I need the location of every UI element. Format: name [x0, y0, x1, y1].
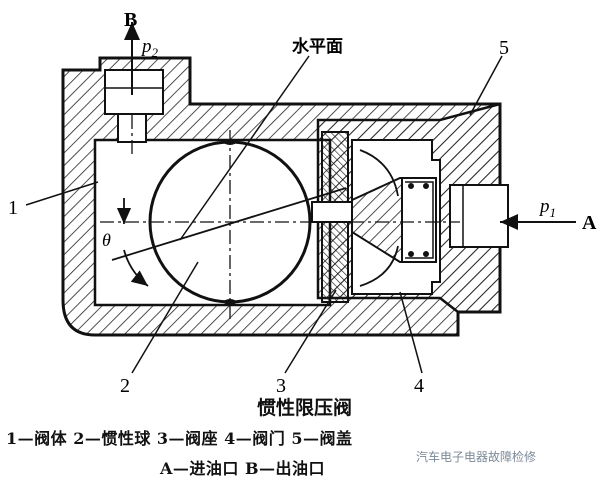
valve-seat: [311, 131, 353, 303]
label-3: 3: [276, 375, 286, 395]
legend-ports: A—进油口 B—出油口: [160, 459, 326, 478]
valve-cross-section-diagram: B p2 水平面 5 1 θ p1 A 2 3 4: [8, 9, 597, 395]
label-p2-subscript: 2: [152, 45, 159, 60]
label-2: 2: [120, 375, 130, 395]
theta-arc: [116, 198, 149, 287]
label-p2: p2: [140, 36, 159, 60]
valve-disc: [351, 149, 437, 287]
horizontal-plane-line: [111, 187, 347, 261]
label-5: 5: [499, 37, 509, 59]
center-lines: [100, 115, 460, 320]
figure-title: 惯性限压阀: [256, 397, 352, 419]
label-p1-subscript: 1: [550, 205, 557, 220]
watermark-text: 汽车电子电器故障检修: [416, 450, 537, 464]
legend-parts: 1—阀体 2—惯性球 3—阀座 4—阀门 5—阀盖: [6, 429, 353, 448]
label-horizontal-plane: 水平面: [292, 36, 343, 57]
label-1: 1: [8, 197, 18, 219]
label-p1: p1: [538, 196, 556, 220]
label-B: B: [124, 9, 137, 31]
leader-lines: [25, 55, 503, 374]
label-4: 4: [414, 375, 424, 395]
label-theta: θ: [102, 230, 111, 250]
label-A: A: [582, 212, 597, 234]
